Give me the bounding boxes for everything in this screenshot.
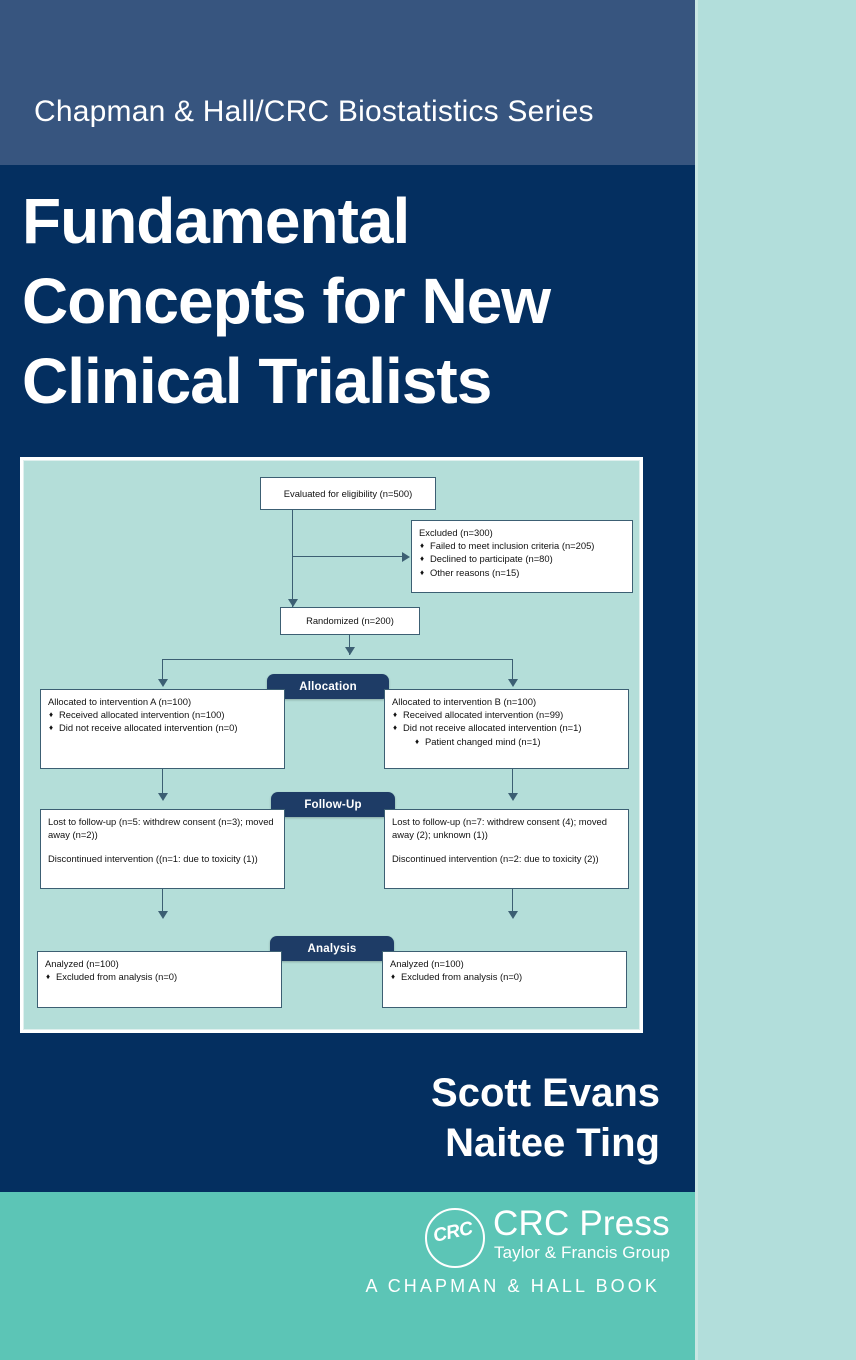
connector-randomized-down [349,635,351,655]
allocation-right-subitem: Patient changed mind (n=1) [392,735,621,748]
box-followup-left: Lost to follow-up (n=5: withdrew consent… [40,809,285,889]
analysis-left-item: Excluded from analysis (n=0) [45,970,274,983]
arrow-alloc-right-icon [508,679,518,687]
crc-seal-icon [425,1208,485,1268]
page-edge-line [695,0,698,1360]
arrow-alloc-left-icon [158,679,168,687]
allocation-left-item: Received allocated intervention (n=100) [48,708,277,721]
connector-analysis-left [162,889,164,917]
connector-evaluated-down [292,510,294,607]
allocation-right-header: Allocated to intervention B (n=100) [392,696,537,707]
author-name: Naitee Ting [445,1121,660,1165]
arrow-followup-right-icon [508,793,518,801]
arrow-followup-left-icon [158,793,168,801]
excluded-item: Declined to participate (n=80) [419,552,625,565]
followup-right-line2: Discontinued intervention (n=2: due to t… [392,853,599,865]
stage-label-allocation: Allocation [267,674,389,699]
connector-followup-right [512,769,514,799]
allocation-left-item: Did not receive allocated intervention (… [48,721,277,734]
arrow-to-randomized-icon [288,599,298,607]
publisher-band [0,1192,695,1360]
stage-label-followup-text: Follow-Up [304,798,362,811]
title-line-2: Concepts for New [22,265,551,337]
connector-split-right-down [512,659,514,685]
crc-seal-label: CRC [431,1218,475,1247]
allocation-left-header: Allocated to intervention A (n=100) [48,696,192,707]
box-analysis-left: Analyzed (n=100) Excluded from analysis … [37,951,282,1008]
title-line-1: Fundamental [22,185,410,257]
allocation-left-list: Received allocated intervention (n=100) … [48,708,277,735]
excluded-list: Failed to meet inclusion criteria (n=205… [419,539,625,579]
author-name: Scott Evans [431,1071,660,1115]
analysis-right-header: Analyzed (n=100) [390,958,464,969]
arrow-analysis-left-icon [158,911,168,919]
box-allocation-right: Allocated to intervention B (n=100) Rece… [384,689,629,769]
series-band [0,0,695,165]
allocation-right-list: Received allocated intervention (n=99) D… [392,708,621,748]
followup-right-line1: Lost to follow-up (n=7: withdrew consent… [392,816,607,841]
connector-split-left-down [162,659,164,685]
connector-to-excluded [292,556,402,558]
evaluated-text: Evaluated for eligibility (n=500) [283,487,413,499]
analysis-left-header: Analyzed (n=100) [45,958,119,969]
consort-diagram-canvas: Evaluated for eligibility (n=500) Exclud… [23,460,640,1030]
consort-diagram-panel: Evaluated for eligibility (n=500) Exclud… [20,457,643,1033]
arrow-analysis-right-icon [508,911,518,919]
authors: Scott Evans Naitee Ting [0,1068,660,1168]
stage-label-analysis-text: Analysis [307,942,357,955]
analysis-left-list: Excluded from analysis (n=0) [45,970,274,983]
box-allocation-left: Allocated to intervention A (n=100) Rece… [40,689,285,769]
connector-analysis-right [512,889,514,917]
series-title: Chapman & Hall/CRC Biostatistics Series [34,95,594,128]
imprint-line: A CHAPMAN & HALL BOOK [365,1276,660,1296]
allocation-right-item: Did not receive allocated intervention (… [392,721,621,734]
connector-followup-left [162,769,164,799]
crc-press-subtitle: Taylor & Francis Group [494,1243,671,1262]
allocation-right-item: Received allocated intervention (n=99) [392,708,621,721]
excluded-item: Failed to meet inclusion criteria (n=205… [419,539,625,552]
crc-press-logo: CRC CRC Press Taylor & Francis Group [425,1204,675,1268]
box-analysis-right: Analyzed (n=100) Excluded from analysis … [382,951,627,1008]
randomized-text: Randomized (n=200) [306,615,394,627]
connector-split-horizontal [162,659,513,661]
arrow-randomized-split-icon [345,647,355,655]
analysis-right-list: Excluded from analysis (n=0) [390,970,619,983]
box-followup-right: Lost to follow-up (n=7: withdrew consent… [384,809,629,889]
excluded-item: Other reasons (n=15) [419,566,625,579]
analysis-right-item: Excluded from analysis (n=0) [390,970,619,983]
followup-left-line2: Discontinued intervention ((n=1: due to … [48,853,258,865]
stage-label-analysis: Analysis [270,936,394,961]
stage-label-allocation-text: Allocation [299,680,357,693]
crc-press-name: CRC Press [493,1204,670,1243]
box-excluded: Excluded (n=300) Failed to meet inclusio… [411,520,633,593]
followup-left-line1: Lost to follow-up (n=5: withdrew consent… [48,816,274,841]
box-randomized: Randomized (n=200) [280,607,420,635]
title-line-3: Clinical Trialists [22,345,492,417]
excluded-header: Excluded (n=300) [419,527,493,538]
book-title: Fundamental Concepts for New Clinical Tr… [22,181,682,421]
box-evaluated-for-eligibility: Evaluated for eligibility (n=500) [260,477,436,510]
arrow-to-excluded-icon [402,552,410,562]
stage-label-followup: Follow-Up [271,792,395,817]
